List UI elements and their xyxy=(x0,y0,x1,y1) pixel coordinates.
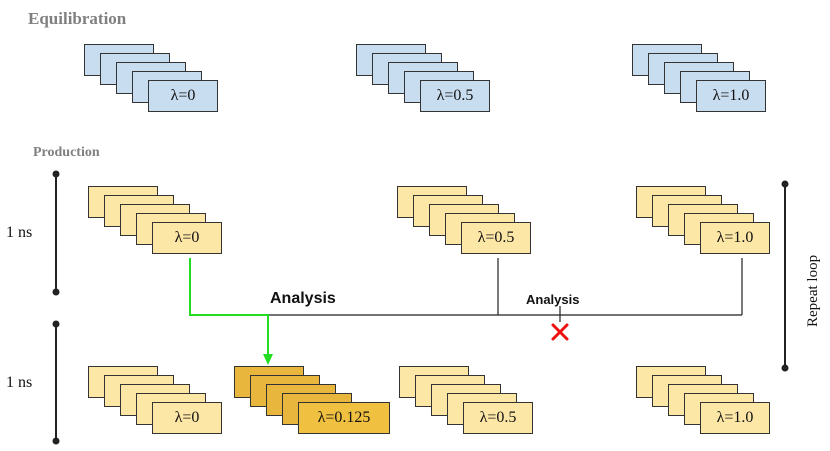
red-x-icon xyxy=(551,323,569,341)
production-stack-lambda-0: λ=0 xyxy=(88,186,248,256)
window-card-front: λ=1.0 xyxy=(696,80,766,112)
analysis-label-2: Analysis xyxy=(526,292,580,307)
production2-stack-lambda-0.5: λ=0.5 xyxy=(399,366,559,436)
equilibration-stack-lambda-1.0: λ=1.0 xyxy=(632,44,792,114)
production2-stack-lambda-0.125: λ=0.125 xyxy=(234,366,394,436)
window-card-front: λ=0.5 xyxy=(461,222,531,254)
equilibration-title: Equilibration xyxy=(28,9,127,28)
equilibration-stack-lambda-0: λ=0 xyxy=(84,44,244,114)
production2-stack-lambda-1.0: λ=1.0 xyxy=(636,366,796,436)
window-label: λ=0.5 xyxy=(477,229,515,246)
production2-stack-lambda-0: λ=0 xyxy=(88,366,248,436)
window-card-front: λ=0.5 xyxy=(420,80,490,112)
time-label-1: 1 ns xyxy=(6,224,33,241)
window-label: λ=1.0 xyxy=(712,87,750,104)
time-bar-1-top-dot xyxy=(52,170,60,178)
window-label: λ=0.5 xyxy=(436,87,474,104)
equilibration-stack-lambda-0.5: λ=0.5 xyxy=(356,44,516,114)
time-bar-2-bottom-dot xyxy=(52,437,60,445)
accept-arrowhead xyxy=(263,354,273,365)
time-bar-1-bottom-dot xyxy=(52,288,60,296)
time-label-2: 1 ns xyxy=(6,374,33,391)
repeat-bar-bottom-dot xyxy=(781,364,789,372)
production-title: Production xyxy=(33,145,100,160)
repeat-loop-label: Repeat loop xyxy=(805,254,821,327)
window-card-front: λ=0.5 xyxy=(463,402,533,434)
analysis-label-1: Analysis xyxy=(270,290,336,307)
window-label: λ=0 xyxy=(174,229,200,246)
window-card-front: λ=1.0 xyxy=(700,222,770,254)
window-label: λ=0.125 xyxy=(317,409,371,426)
window-card-front: λ=0 xyxy=(148,80,218,112)
repeat-bar-top-dot xyxy=(781,180,789,188)
window-card-front: λ=0.125 xyxy=(298,402,390,434)
window-card-front: λ=0 xyxy=(152,402,222,434)
window-label: λ=0.5 xyxy=(479,409,517,426)
window-label: λ=1.0 xyxy=(716,229,754,246)
window-label: λ=0 xyxy=(174,409,200,426)
window-card-front: λ=0 xyxy=(152,222,222,254)
window-card-front: λ=1.0 xyxy=(700,402,770,434)
window-label: λ=0 xyxy=(170,87,196,104)
accept-path xyxy=(189,258,269,356)
production-stack-lambda-1.0: λ=1.0 xyxy=(636,186,796,256)
window-label: λ=1.0 xyxy=(716,409,754,426)
time-bar-2-top-dot xyxy=(52,320,60,328)
production-stack-lambda-0.5: λ=0.5 xyxy=(397,186,557,256)
